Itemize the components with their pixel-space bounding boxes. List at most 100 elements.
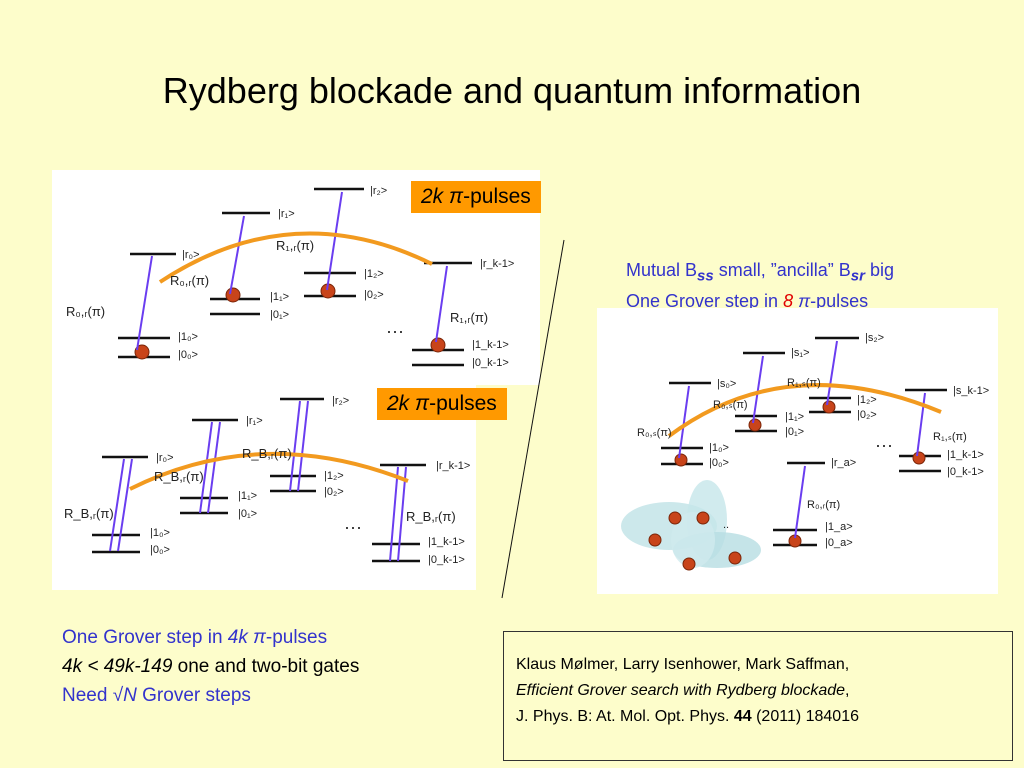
atom-k [912,451,926,465]
label-RBr-c: R_B,ᵣ(π) [242,446,292,461]
svg-text:..: .. [723,519,729,531]
atom-k [430,337,446,353]
ancilla-blob: .. [621,480,761,571]
grover-note-line2: 4k < 49k-149 one and two-bit gates [62,656,360,677]
label-0-2: |0₂> [324,486,344,498]
label-R0r-b: R₀,ᵣ(π) [170,273,209,288]
reference-box: Klaus Mølmer, Larry Isenhower, Mark Saff… [503,631,1013,761]
ellipsis: ··· [386,321,404,341]
arrow-ka [389,466,399,562]
ellipsis: ··· [875,435,893,455]
reference-authors: Klaus Mølmer, Larry Isenhower, Mark Saff… [516,656,850,673]
mutual-note-line1: Mutual Bss small, ”ancilla” Bsr big [626,260,894,285]
arrow-0 [678,385,690,459]
label-sk1: |s_k-1> [953,385,989,397]
label-RBr-d: R_B,ᵣ(π) [406,509,456,524]
arrow-0b [117,458,133,552]
label-0-k: |0_k-1> [947,466,984,478]
label-r0: |r₀> [156,452,174,464]
label-1-1: |1₁> [238,490,257,502]
label-RBr-a: R_B,ᵣ(π) [64,506,114,521]
diagram-top: |r₂> |r₁> |r₀> |r_k-1> |1₂> |0₂> |1₁> |0… [66,185,514,369]
pulses-badge-middle: 2k π-pulses [377,388,507,420]
label-0-2: |0₂> [857,409,877,421]
label-1-2: |1₂> [364,268,384,280]
diagram-mid: |r₂> |r₁> |r₀> |r_k-1> |1₂> |0₂> |1₁> |0… [64,395,470,566]
label-1-2: |1₂> [857,394,877,406]
arrow-0 [136,255,153,351]
label-0-1: |0₁> [270,309,289,321]
arrow-2a [289,400,301,492]
label-r0: |r₀> [182,249,200,261]
label-0-k: |0_k-1> [472,357,509,369]
label-R0r-a: R₀,ᵣ(π) [66,304,105,319]
label-1-0: |1₀> [178,331,198,343]
label-1-2: |1₂> [324,470,344,482]
arrow-kb [397,466,407,562]
label-0-0: |0₀> [709,457,729,469]
pulses-badge-top: 2k π-pulses [411,181,541,213]
atom-0 [674,453,688,467]
label-r2: |r₂> [370,185,387,197]
label-R1r-b: R₁,ᵣ(π) [450,310,488,325]
label-s2: |s₂> [865,332,884,344]
arrow-1 [229,215,245,295]
grover-note: One Grover step in 4k π-pulses 4k < 49k-… [62,623,359,710]
label-R0r: R₀,ᵣ(π) [807,499,840,511]
label-R1r-a: R₁,ᵣ(π) [276,238,314,253]
label-s0: |s₀> [717,378,736,390]
label-RBr-b: R_B,ᵣ(π) [154,469,204,484]
ellipsis: ··· [344,517,362,537]
label-r1: |r₁> [246,415,263,427]
label-0-k: |0_k-1> [428,554,465,566]
diagram-mid-panel: |r₂> |r₁> |r₀> |r_k-1> |1₂> |0₂> |1₁> |0… [52,385,476,590]
arrow-1a [199,421,213,514]
arrow-2 [826,340,838,406]
label-0-1: |0₁> [238,508,257,520]
atom-0 [134,344,150,360]
arrow-0a [109,458,125,552]
arrow-2 [326,191,343,291]
arrow-1b [207,421,221,514]
label-R1s-b: R₁,ₛ(π) [933,431,967,443]
atom-2 [822,400,836,414]
label-R0s: R₀,ₛ(π) [637,427,672,439]
label-rk1: |r_k-1> [480,258,514,270]
label-1-k: |1_k-1> [947,449,984,461]
mutual-note-line2: One Grover step in 8 π-pulses [626,290,869,311]
label-r2: |r₂> [332,395,349,407]
arrow-a [794,465,806,539]
label-1-0: |1₀> [709,442,729,454]
grover-note-line3: Need √N Grover steps [62,685,251,706]
label-rk1: |r_k-1> [436,460,470,472]
diagram-right: |s₂> |s₁> |s₀> |s_k-1> |1₂> |0₂> |1₁> |0… [621,332,989,571]
blockade-arc [129,451,409,491]
divider-line [501,239,565,599]
grover-note-line1: One Grover step in 4k π-pulses [62,627,328,648]
label-1-k: |1_k-1> [472,339,509,351]
label-1-0: |1₀> [150,527,170,539]
label-0-2: |0₂> [364,289,384,301]
blockade-arc [667,383,942,438]
label-r1: |r₁> [278,208,295,220]
label-s1: |s₁> [791,347,810,359]
label-0-1: |0₁> [785,426,804,438]
arrow-1 [752,355,764,424]
label-0-0: |0₀> [150,544,170,556]
reference-journal: J. Phys. B: At. Mol. Opt. Phys. 44 (2011… [516,708,859,725]
label-R0s-b: R₀,ₛ(π) [713,399,748,411]
arrow-2b [297,400,309,492]
label-1-k: |1_k-1> [428,536,465,548]
label-0-0: |0₀> [178,349,198,361]
reference-title: Efficient Grover search with Rydberg blo… [516,682,850,699]
atom-1 [748,418,762,432]
atom-1 [225,287,241,303]
label-1-1: |1₁> [785,411,804,423]
slide-title: Rydberg blockade and quantum information [162,70,862,111]
blockade-arc [158,231,433,284]
label-0a: |0_a> [825,537,853,549]
diagram-right-panel: |s₂> |s₁> |s₀> |s_k-1> |1₂> |0₂> |1₁> |0… [597,308,998,594]
mutual-note: Mutual Bss small, ”ancilla” Bsr big One … [626,258,894,313]
label-1a: |1_a> [825,521,853,533]
arrow-k [435,265,448,343]
